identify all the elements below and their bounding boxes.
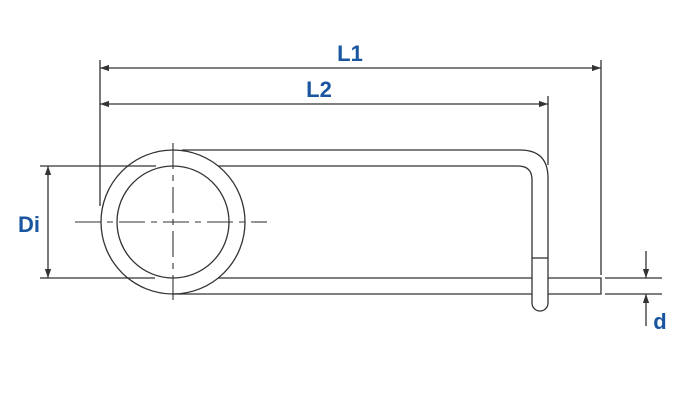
dimension-d: d: [642, 251, 667, 334]
dimension-l2: L2: [100, 77, 548, 108]
wire-body: [48, 149, 602, 312]
dimension-l1: L1: [100, 41, 601, 72]
label-l1: L1: [337, 41, 363, 66]
centerlines: [75, 143, 267, 300]
dimension-di: Di: [18, 166, 52, 278]
label-l2: L2: [306, 77, 332, 102]
extension-lines: [40, 60, 662, 295]
label-d: d: [653, 309, 666, 334]
label-di: Di: [18, 212, 40, 237]
